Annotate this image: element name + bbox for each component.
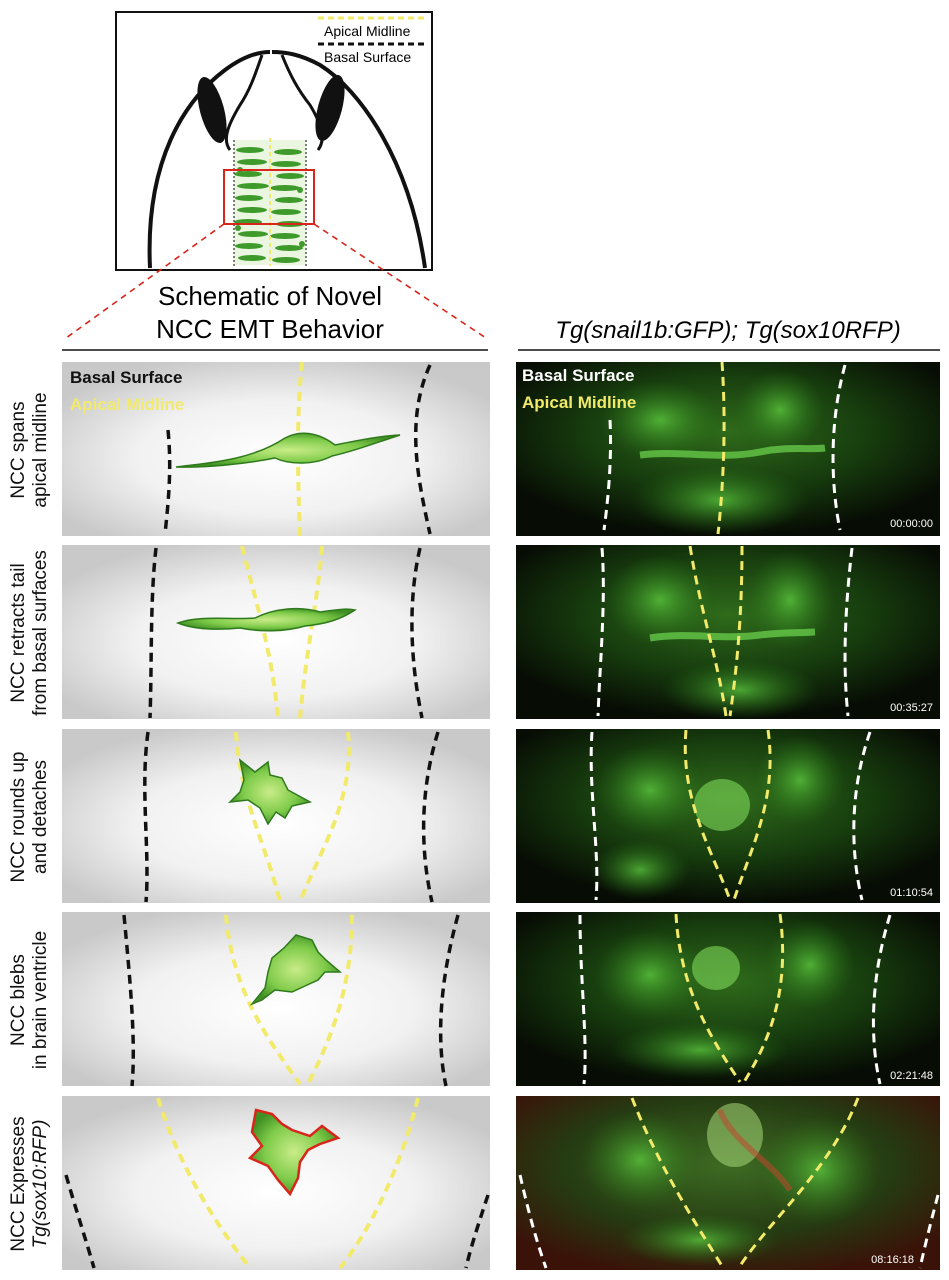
- row-4-apical-left: [224, 914, 302, 1086]
- row-1-basal-label: Basal Surface: [70, 368, 182, 387]
- row-5-basal-right: [464, 1194, 490, 1269]
- row-5-apical-left: [156, 1097, 252, 1270]
- row-5: NCC Expresses Tg(sox10:RFP) 08:16:18: [8, 1096, 940, 1270]
- eye-right: [315, 75, 345, 141]
- row-2-basal-right: [410, 547, 424, 719]
- inset-ncc-cells: [233, 138, 307, 266]
- row-1: NCC spans apical midline Basal Surface A…: [8, 361, 940, 537]
- row-4-apical-right: [306, 914, 354, 1085]
- row-3-basal-left: [143, 731, 150, 903]
- row-3-micro-tissue: [590, 735, 845, 900]
- row-3-apical-right: [298, 731, 351, 903]
- row-3: NCC rounds up and detaches 01:10:54: [8, 729, 940, 903]
- zoom-box: [223, 169, 315, 225]
- row-1-label-line2: apical midline: [30, 392, 51, 507]
- eye-left: [197, 77, 227, 143]
- legend-basal-label: Basal Surface: [324, 49, 411, 65]
- row-3-micro-basal-left: [589, 731, 599, 901]
- row-1-basal-left: [163, 429, 172, 535]
- embryo-inset: Apical Midline Basal Surface: [115, 11, 433, 271]
- row-2-ncc-cell: [175, 607, 357, 632]
- left-heading-line2: NCC EMT Behavior: [156, 314, 384, 344]
- row-3-ncc-cell: [227, 758, 313, 826]
- row-3-apical-left: [234, 731, 282, 903]
- row-1-micro-basal-label: Basal Surface: [522, 366, 634, 385]
- row-4-micro-basal-left: [578, 914, 587, 1085]
- row-5-label-line2: Tg(sox10:RFP): [30, 1120, 51, 1249]
- row-4-micro-apical-right: [742, 913, 785, 1083]
- row-2-basal-left: [148, 547, 158, 719]
- row-2: NCC retracts tail from basal surfaces 00…: [8, 545, 940, 720]
- row-2-micro-basal-right: [843, 547, 854, 717]
- row-2-micro-apical-right: [728, 545, 744, 717]
- row-4-micro-basal-right: [871, 914, 892, 1085]
- row-2-label-line1: NCC retracts tail: [8, 563, 29, 702]
- zoom-line-right: [313, 223, 487, 339]
- row-2-label-line2: from basal surfaces: [30, 550, 51, 716]
- row-1-label-line1: NCC spans: [8, 401, 29, 498]
- row-2-apical-right: [298, 545, 324, 719]
- row-5-ncc-cell: [247, 1108, 341, 1197]
- row-2-micro-basal-left: [596, 547, 605, 717]
- row-4-label-line2: in brain ventricle: [30, 931, 51, 1069]
- row-4-basal-right: [438, 914, 460, 1087]
- row-3-label-line2: and detaches: [30, 760, 51, 874]
- row-5-apical-right: [338, 1097, 420, 1270]
- row-2-micro-tissue: [605, 550, 835, 720]
- row-1-micro-basal-right: [831, 364, 847, 531]
- row-4-label-line1: NCC blebs: [8, 954, 29, 1046]
- row-5-timestamp: 08:16:18: [871, 1254, 914, 1266]
- row-5-micro-basal-left: [518, 1174, 548, 1269]
- row-3-basal-right: [421, 731, 440, 903]
- row-1-apical-label: Apical Midline: [70, 395, 184, 414]
- row-4-timestamp: 02:21:48: [890, 1070, 933, 1082]
- row-5-micro-apical-left: [630, 1097, 724, 1267]
- row-4-basal-left: [122, 914, 136, 1087]
- row-5-label-line1: NCC Expresses: [8, 1116, 29, 1251]
- row-1-ncc-cell: [175, 432, 401, 468]
- row-5-micro-basal-right: [918, 1194, 940, 1269]
- row-3-micro-basal-right: [852, 731, 872, 901]
- right-heading: Tg(snail1b:GFP); Tg(sox10RFP): [555, 317, 900, 344]
- row-3-label-line1: NCC rounds up: [8, 752, 29, 883]
- row-1-apical: [296, 361, 304, 537]
- row-4-ncc-cell: [249, 934, 343, 1006]
- row-5-micro-apical-right: [738, 1097, 860, 1267]
- row-1-micro-apical-label: Apical Midline: [522, 393, 636, 412]
- row-2-timestamp: 00:35:27: [890, 702, 933, 714]
- row-1-basal-right: [413, 364, 432, 535]
- row-2-micro-apical-left: [688, 545, 728, 717]
- legend-apical-label: Apical Midline: [324, 23, 411, 39]
- row-3-micro-apical-left: [683, 729, 732, 901]
- row-1-micro-apical: [716, 361, 726, 535]
- row-5-basal-left: [64, 1174, 96, 1269]
- row-3-micro-apical-right: [732, 729, 772, 901]
- row-3-timestamp: 01:10:54: [890, 887, 933, 899]
- row-4: NCC blebs in brain ventricle 02:21:48: [8, 912, 940, 1087]
- row-1-timestamp: 00:00:00: [890, 518, 933, 530]
- row-3-schematic-panel: [62, 729, 490, 903]
- left-heading-line1: Schematic of Novel: [158, 281, 382, 311]
- row-4-micro-tissue: [595, 920, 855, 1078]
- row-5-micro-tissue: [580, 1103, 880, 1266]
